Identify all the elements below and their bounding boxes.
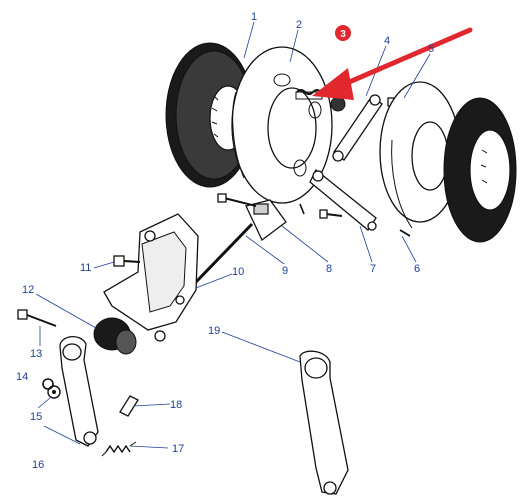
lever-16 [59,336,99,447]
callout-9: 9 [282,265,288,277]
lever-7 [309,168,377,231]
callout-6: 6 [414,263,420,275]
callout-12: 12 [22,284,34,296]
right-brake-shoe [379,81,461,229]
highlight-arrow [312,27,473,100]
leader-lines [35,21,431,449]
bush-12 [93,317,137,355]
highlight-badge: 3 [335,25,351,41]
right-brake-disc [443,97,517,243]
callout-7: 7 [370,263,376,275]
actuator-plate [231,46,333,204]
clevis-8 [217,193,287,241]
pin-small [299,203,411,237]
washer-15 [47,385,61,399]
callout-10: 10 [232,266,244,278]
callout-5: 5 [428,43,434,55]
callout-2: 2 [296,19,302,31]
pull-rod [194,222,254,284]
callout-16: 16 [32,459,44,471]
callout-1: 1 [251,11,257,23]
return-spring [101,441,137,457]
highlight-badge-label: 3 [340,29,346,40]
callout-11: 11 [80,262,91,274]
callout-labels: 1 2 4 5 6 7 8 9 10 11 12 13 14 15 16 17 … [16,11,434,471]
callout-13: 13 [30,348,42,360]
callout-19: 19 [208,325,220,337]
callout-15: 15 [30,411,42,423]
actuating-link [332,94,383,162]
callout-4: 4 [384,35,390,47]
callout-18: 18 [170,399,182,411]
callout-17: 17 [172,443,184,455]
lever-19 [299,350,349,495]
bracket-10 [103,213,199,342]
callout-14: 14 [16,371,28,383]
bolt-13 [17,309,57,327]
steel-ball [330,96,346,112]
callout-8: 8 [326,263,332,275]
bolt-11 [113,255,141,267]
clip-18 [119,395,139,417]
nut-14 [42,378,54,390]
